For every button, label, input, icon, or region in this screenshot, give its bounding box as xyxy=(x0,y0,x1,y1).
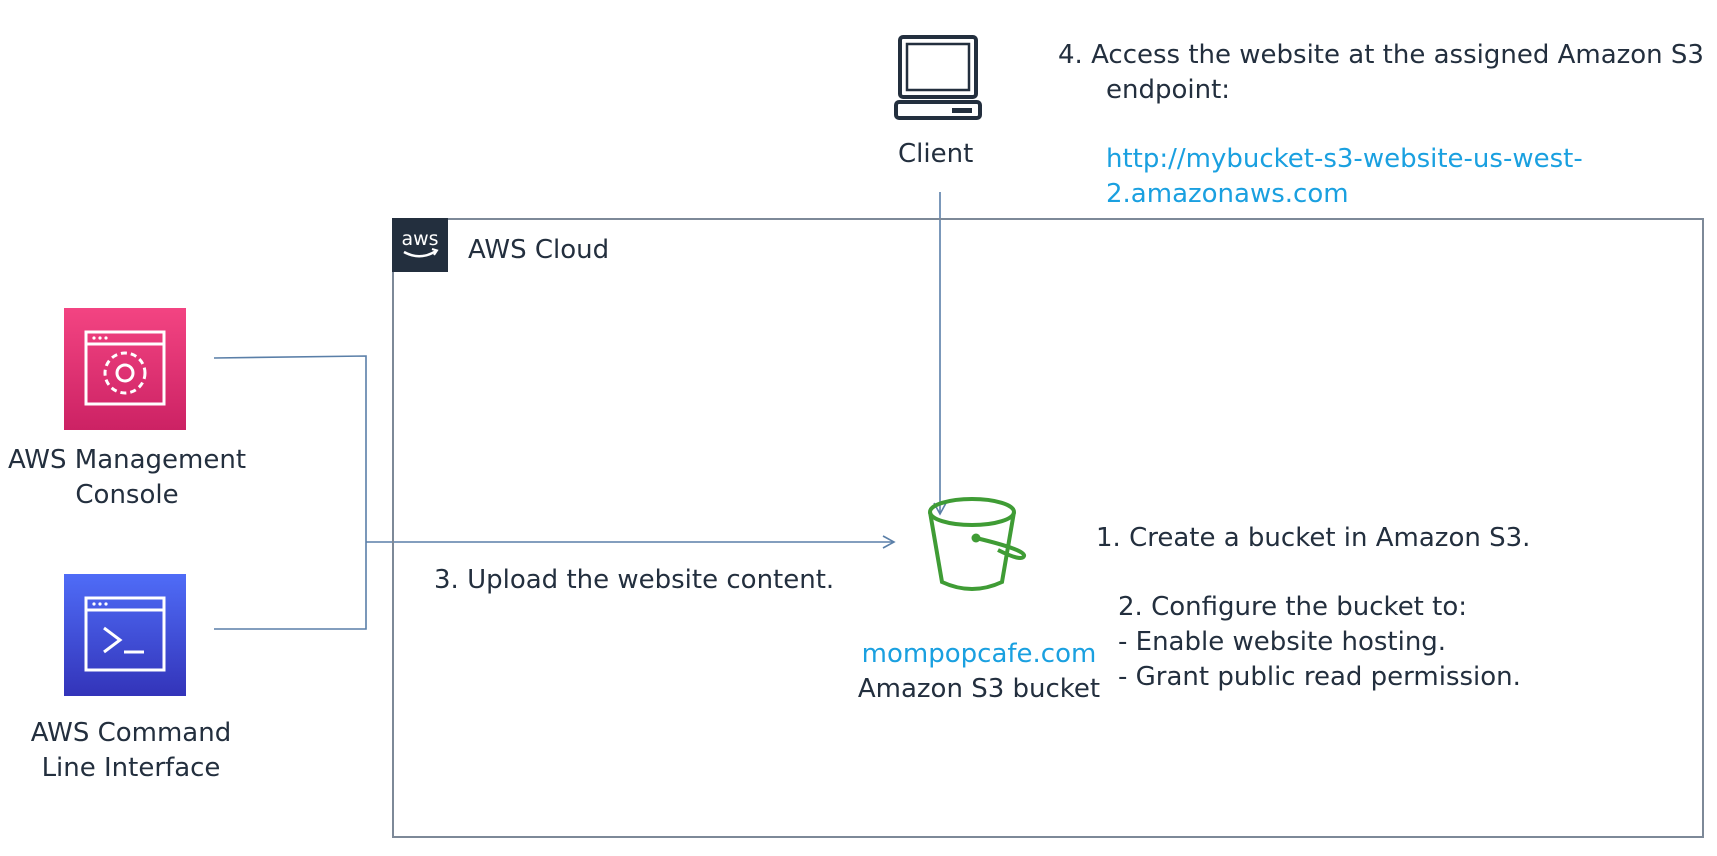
bucket-name: mompopcafe.com xyxy=(861,639,1097,669)
management-console-icon xyxy=(64,308,186,430)
bucket-label: Amazon S3 bucket xyxy=(857,674,1101,704)
s3-bucket-icon xyxy=(926,494,1030,596)
cli-label-line1: AWS Command xyxy=(30,718,232,748)
configure-step-line2: - Enable website hosting. xyxy=(1118,627,1447,657)
endpoint-url-line2[interactable]: 2.amazonaws.com xyxy=(1106,179,1349,209)
console-label-line2: Console xyxy=(75,480,179,510)
access-step-line2: endpoint: xyxy=(1106,75,1231,105)
access-step-line1: 4. Access the website at the assigned Am… xyxy=(1058,40,1704,70)
aws-cloud-label: AWS Cloud xyxy=(468,235,610,265)
endpoint-url-line1[interactable]: http://mybucket-s3-website-us-west- xyxy=(1106,144,1583,174)
configure-step-line3: - Grant public read permission. xyxy=(1118,662,1521,692)
client-computer-icon xyxy=(894,34,982,122)
cli-label: AWS Command Line Interface xyxy=(4,716,258,786)
console-label-line1: AWS Management xyxy=(7,445,247,475)
console-label: AWS Management Console xyxy=(0,443,254,513)
create-step-label: 1. Create a bucket in Amazon S3. xyxy=(1096,523,1531,553)
aws-cloud-group xyxy=(392,218,1704,838)
cli-terminal-icon xyxy=(64,574,186,696)
aws-badge-text: aws xyxy=(401,228,438,250)
cli-label-line2: Line Interface xyxy=(41,753,221,783)
upload-step-label: 3. Upload the website content. xyxy=(434,565,835,595)
configure-step-line1: 2. Configure the bucket to: xyxy=(1118,592,1468,622)
client-label: Client xyxy=(898,139,974,169)
cli-connector xyxy=(214,542,367,630)
aws-logo-icon: aws xyxy=(392,218,448,272)
